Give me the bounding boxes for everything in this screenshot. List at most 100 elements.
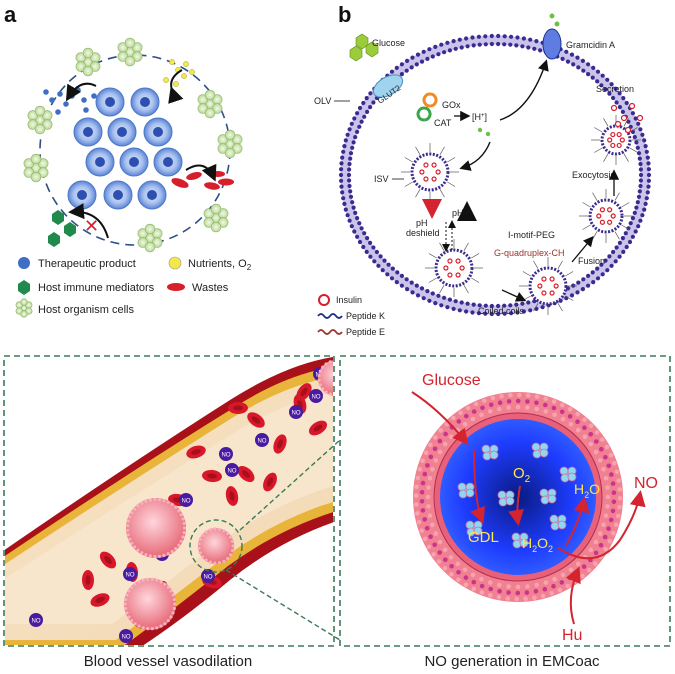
legend-peptide-k-icon <box>317 313 343 319</box>
glut2-transporter <box>372 74 404 98</box>
enzyme-subunit <box>567 472 577 482</box>
shell-bead <box>588 432 593 437</box>
shell-bead <box>449 564 454 569</box>
shell-bead <box>588 441 594 447</box>
particle-bead <box>346 389 349 392</box>
shell-bead <box>567 414 573 419</box>
surface-strand <box>439 146 445 155</box>
gramicidin-channel <box>542 28 562 60</box>
particle-bead <box>144 499 148 503</box>
shell-bead <box>605 494 611 500</box>
lipid-head <box>427 47 432 52</box>
particle-bead <box>317 378 321 382</box>
shell-bead <box>428 454 434 460</box>
shell-bead <box>611 530 616 536</box>
shell-bead <box>582 417 587 423</box>
lipid-head <box>347 178 352 183</box>
shell-bead <box>534 582 539 588</box>
particle-bead <box>342 361 345 364</box>
shell-bead <box>582 425 587 431</box>
lipid-head <box>362 231 367 236</box>
lipid-head <box>564 49 569 54</box>
shell-bead <box>597 458 603 463</box>
lipid-head <box>586 273 591 278</box>
lipid-head <box>636 194 642 199</box>
shell-bead <box>451 415 456 421</box>
lipid-head <box>571 62 576 67</box>
shell-bead <box>593 550 599 556</box>
waste-out-arrow <box>185 163 217 182</box>
surface-strand <box>439 285 445 294</box>
lipid-head <box>483 34 488 39</box>
particle-bead <box>155 626 159 630</box>
shell-bead <box>506 399 512 404</box>
lipid-head <box>643 144 648 149</box>
shell-bead <box>598 542 604 548</box>
lipid-head <box>359 226 364 231</box>
o2-label: O2 <box>513 465 531 485</box>
lipid-head <box>430 291 435 296</box>
rbc-dimple <box>241 470 251 478</box>
blood-vessel: NONONONONONONONONONONONO <box>5 357 349 645</box>
lipid-head <box>644 149 649 154</box>
lipid-head <box>638 161 643 167</box>
bilayer-band <box>340 35 650 315</box>
lipid-head <box>569 293 575 298</box>
shell-bead <box>597 531 603 536</box>
legend-peptide-e-icon <box>317 329 343 335</box>
particle-bead <box>166 619 170 623</box>
legend-nutrient-icon <box>168 256 182 270</box>
lipid-head <box>471 302 476 307</box>
legend-waste-icon <box>167 283 185 291</box>
panel-b-label: b <box>338 2 351 27</box>
shell-bead <box>568 567 574 573</box>
surface-strand <box>428 277 437 283</box>
lipid-head <box>453 46 458 51</box>
shell-bead <box>462 421 468 427</box>
no-molecule-label: NO <box>126 573 135 579</box>
lipid-head <box>591 280 596 285</box>
lipid-head <box>636 224 641 229</box>
shell-bead <box>470 572 476 578</box>
lipid-head <box>457 308 462 313</box>
zoom-circle <box>189 519 243 573</box>
lipid-head <box>534 39 539 44</box>
particle-bead <box>198 551 202 555</box>
surface-strand <box>533 303 539 312</box>
lipid-head <box>515 35 520 40</box>
lipid-head <box>349 121 354 126</box>
shell-bead <box>524 590 530 595</box>
nutrient-dot <box>173 81 179 87</box>
caption-right: NO generation in EMCoac <box>424 653 600 670</box>
host-cell-lobe <box>30 171 42 183</box>
lipid-head <box>365 236 370 241</box>
shell-bead <box>471 586 477 592</box>
particle-bead <box>201 533 205 537</box>
lipid-head <box>636 151 642 156</box>
shell-bead <box>612 461 617 466</box>
lipid-head <box>361 100 366 106</box>
particle-bead <box>157 498 161 502</box>
shell-bead <box>534 400 539 406</box>
host-cell-lobe <box>210 221 222 233</box>
insulin-granule <box>549 290 555 296</box>
shell-bead <box>463 575 469 580</box>
lipid-head <box>409 280 414 285</box>
shell-bead <box>416 519 422 525</box>
lipid-head <box>595 266 600 271</box>
surface-strand <box>471 277 480 283</box>
insulin-granule <box>541 276 547 282</box>
nutrient-dot <box>189 69 195 75</box>
particle-bead <box>125 611 129 615</box>
lipid-head <box>590 75 595 80</box>
particle-bead <box>174 547 178 551</box>
deshield-label: deshield <box>406 228 440 238</box>
shell-bead <box>497 588 502 594</box>
lipid-head <box>508 42 513 47</box>
legend-immune: Host immune mediators <box>38 282 155 294</box>
lipid-head <box>526 45 531 50</box>
no-out-arrow <box>557 490 646 560</box>
shell-bead <box>442 565 448 571</box>
no-molecule <box>123 567 137 581</box>
lipid-head <box>436 52 441 57</box>
